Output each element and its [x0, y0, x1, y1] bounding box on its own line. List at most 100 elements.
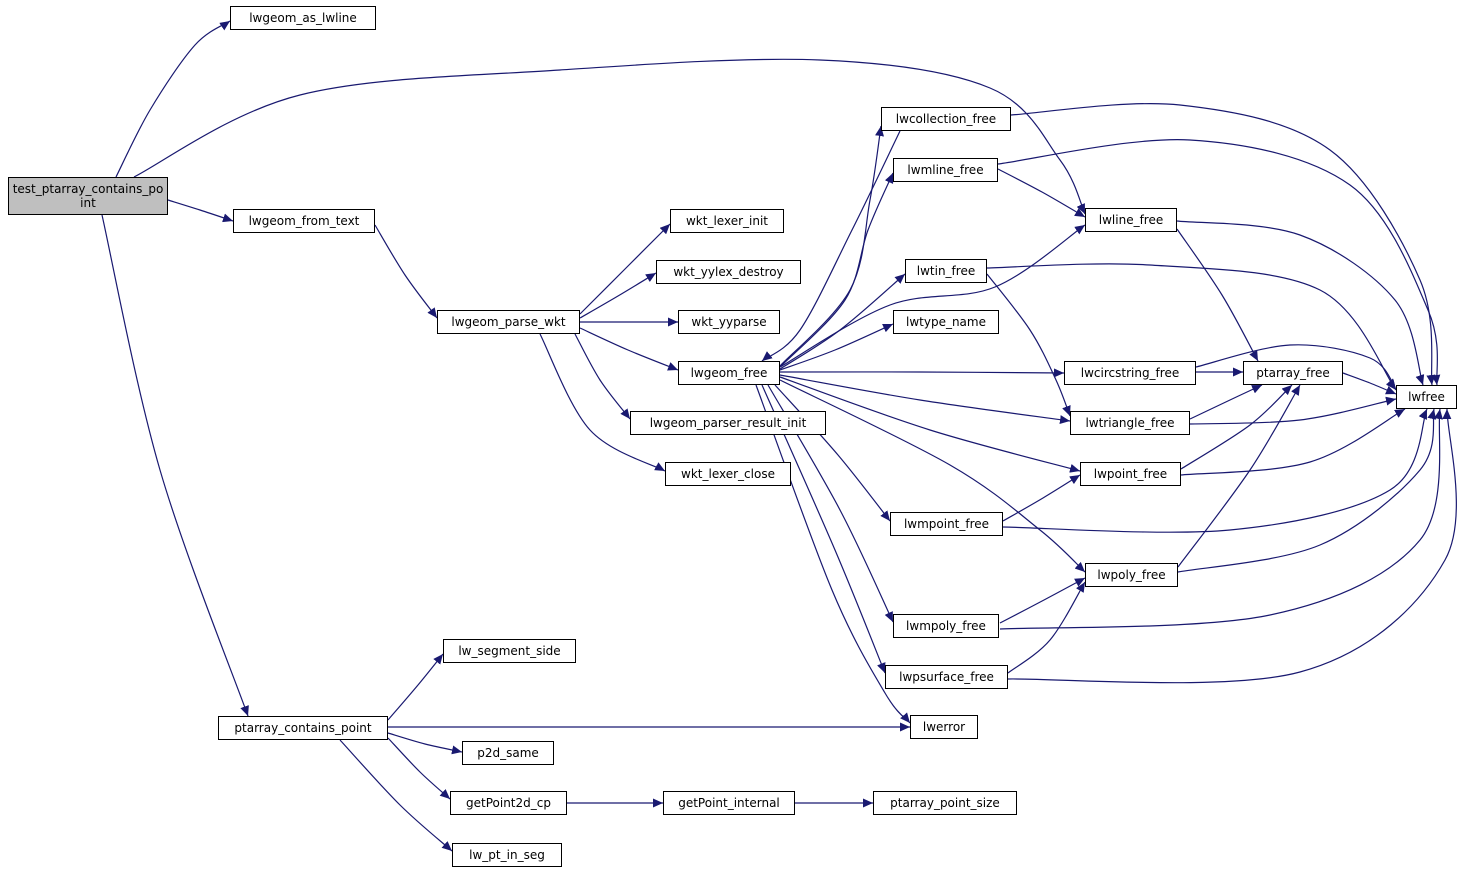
- edge-ptarray_contains_point--p2d_same: [387, 732, 463, 755]
- node-getPoint2d_cp[interactable]: getPoint2d_cp: [450, 791, 567, 815]
- node-lwmpoly_free[interactable]: lwmpoly_free: [893, 614, 999, 638]
- edge-lwpoint_free--ptarray_free: [1180, 384, 1293, 470]
- node-test_ptarray_contains_point[interactable]: test_ptarray_contains_point: [8, 177, 168, 215]
- node-ptarray_free[interactable]: ptarray_free: [1243, 361, 1343, 385]
- node-lwpsurface_free[interactable]: lwpsurface_free: [885, 665, 1008, 689]
- edge-lwmline_free--lwline_free: [997, 168, 1086, 218]
- node-label-test_ptarray_contains_point: test_ptarray_contains_point: [12, 181, 164, 210]
- node-lwtriangle_free[interactable]: lwtriangle_free: [1070, 411, 1190, 435]
- edge-lwgeom_free--lwmline_free: [779, 172, 894, 368]
- edge-lwpsurface_free--lwpoly_free: [1007, 581, 1086, 674]
- node-label-ptarray_free: ptarray_free: [1256, 365, 1330, 380]
- node-lwpoly_free[interactable]: lwpoly_free: [1085, 563, 1178, 587]
- edge-lwgeom_free--lwerror: [755, 384, 911, 724]
- edge-lwgeom_free--lwtriangle_free: [779, 374, 1071, 425]
- node-getPoint_internal[interactable]: getPoint_internal: [663, 791, 795, 815]
- edge-lwgeom_free--lwcollection_free: [779, 125, 884, 367]
- node-ptarray_point_size[interactable]: ptarray_point_size: [873, 791, 1017, 815]
- node-label-lwgeom_as_lwline: lwgeom_as_lwline: [249, 10, 357, 25]
- edge-lwtriangle_free--ptarray_free: [1189, 384, 1263, 420]
- node-lwtin_free[interactable]: lwtin_free: [905, 259, 987, 283]
- node-lw_pt_in_seg[interactable]: lw_pt_in_seg: [452, 843, 562, 867]
- edge-lwtin_free--lwtriangle_free: [986, 273, 1071, 417]
- edge-lwgeom_parse_wkt--lwgeom_parser_result_init: [574, 333, 631, 420]
- edge-lwpsurface_free--lwfree: [1007, 408, 1457, 684]
- edge-test_ptarray_contains_point--lwgeom_as_lwline: [115, 20, 231, 178]
- edge-lwgeom_free--lwcircstring_free: [779, 368, 1065, 378]
- node-label-getPoint2d_cp: getPoint2d_cp: [466, 795, 551, 810]
- edge-lwgeom_from_text--lwgeom_parse_wkt: [374, 224, 438, 319]
- node-label-ptarray_point_size: ptarray_point_size: [890, 795, 1000, 810]
- node-label-ptarray_contains_point: ptarray_contains_point: [234, 720, 372, 735]
- edge-lwgeom_parse_wkt--lwgeom_free: [579, 327, 679, 371]
- edge-lwgeom_free--lwtype_name: [779, 323, 894, 371]
- node-lwline_free[interactable]: lwline_free: [1085, 208, 1177, 232]
- edge-lwgeom_free--lwtin_free: [779, 273, 906, 370]
- node-label-lwline_free: lwline_free: [1098, 212, 1164, 227]
- edge-lwgeom_free--lwpoint_free: [779, 376, 1081, 473]
- node-lwpoint_free[interactable]: lwpoint_free: [1080, 462, 1181, 486]
- node-label-lwtin_free: lwtin_free: [916, 263, 976, 278]
- node-label-lwcircstring_free: lwcircstring_free: [1080, 365, 1180, 380]
- node-label-lw_segment_side: lw_segment_side: [458, 643, 561, 658]
- node-lwfree[interactable]: lwfree: [1396, 385, 1457, 409]
- node-label-lwgeom_parse_wkt: lwgeom_parse_wkt: [451, 314, 566, 329]
- node-label-lwgeom_parser_result_init: lwgeom_parser_result_init: [649, 415, 807, 430]
- node-lw_segment_side[interactable]: lw_segment_side: [443, 639, 576, 663]
- node-lwgeom_free[interactable]: lwgeom_free: [678, 361, 780, 385]
- node-wkt_lexer_close[interactable]: wkt_lexer_close: [665, 462, 791, 486]
- edge-test_ptarray_contains_point--ptarray_contains_point: [101, 214, 249, 717]
- edge-lwpoly_free--ptarray_free: [1177, 384, 1301, 568]
- node-wkt_yyparse[interactable]: wkt_yyparse: [678, 310, 780, 334]
- node-lwgeom_as_lwline[interactable]: lwgeom_as_lwline: [230, 6, 376, 30]
- edge-ptarray_contains_point--lw_segment_side: [387, 653, 444, 721]
- edge-lwpoly_free--lwfree: [1177, 408, 1437, 573]
- edge-test_ptarray_contains_point--lwline_free: [133, 58, 1086, 215]
- edge-lwtin_free--lwfree: [986, 263, 1397, 391]
- node-label-lwmpoly_free: lwmpoly_free: [906, 618, 986, 633]
- edge-lwtriangle_free--lwfree: [1189, 396, 1397, 425]
- node-label-lwpoint_free: lwpoint_free: [1093, 466, 1168, 481]
- node-label-lw_pt_in_seg: lw_pt_in_seg: [469, 847, 545, 862]
- node-wkt_yylex_destroy[interactable]: wkt_yylex_destroy: [656, 260, 801, 284]
- node-lwcollection_free[interactable]: lwcollection_free: [881, 107, 1011, 131]
- edge-lwline_free--lwfree: [1176, 220, 1425, 386]
- node-label-wkt_lexer_close: wkt_lexer_close: [681, 466, 775, 481]
- node-label-lwcollection_free: lwcollection_free: [895, 111, 997, 126]
- edge-lwpoint_free--lwfree: [1180, 408, 1406, 476]
- node-label-lwgeom_free: lwgeom_free: [690, 365, 768, 380]
- edge-lwcollection_free--lwgeom_free: [761, 130, 901, 362]
- node-lwgeom_parse_wkt[interactable]: lwgeom_parse_wkt: [437, 310, 580, 334]
- edge-lwmline_free--lwfree: [997, 139, 1441, 386]
- node-label-wkt_lexer_init: wkt_lexer_init: [685, 213, 768, 228]
- node-label-getPoint_internal: getPoint_internal: [678, 795, 780, 810]
- node-label-lwmline_free: lwmline_free: [907, 162, 984, 177]
- node-label-lwfree: lwfree: [1408, 389, 1445, 404]
- edge-lwgeom_parse_wkt--wkt_lexer_close: [539, 333, 666, 472]
- edge-lwgeom_free--lwline_free: [779, 224, 1086, 368]
- edge-lwgeom_free--lwpoly_free: [779, 379, 1086, 573]
- node-lwmpoint_free[interactable]: lwmpoint_free: [890, 512, 1003, 536]
- edge-lwgeom_parse_wkt--wkt_yylex_destroy: [579, 272, 657, 319]
- node-lwtype_name[interactable]: lwtype_name: [893, 310, 999, 334]
- node-lwmline_free[interactable]: lwmline_free: [893, 158, 998, 182]
- node-label-wkt_yylex_destroy: wkt_yylex_destroy: [673, 264, 784, 279]
- node-lwgeom_from_text[interactable]: lwgeom_from_text: [233, 209, 375, 233]
- edge-ptarray_contains_point--getPoint2d_cp: [387, 737, 451, 800]
- node-ptarray_contains_point[interactable]: ptarray_contains_point: [218, 716, 388, 740]
- node-wkt_lexer_init[interactable]: wkt_lexer_init: [670, 209, 784, 233]
- edge-ptarray_contains_point--lw_pt_in_seg: [339, 739, 453, 852]
- node-lwcircstring_free[interactable]: lwcircstring_free: [1064, 361, 1196, 385]
- node-lwgeom_parser_result_init[interactable]: lwgeom_parser_result_init: [630, 411, 826, 435]
- edge-lwmpoint_free--lwfree: [1002, 408, 1428, 533]
- node-label-lwmpoint_free: lwmpoint_free: [903, 516, 990, 531]
- node-label-lwtriangle_free: lwtriangle_free: [1085, 415, 1175, 430]
- node-label-lwerror: lwerror: [922, 719, 966, 734]
- node-label-lwgeom_from_text: lwgeom_from_text: [248, 213, 360, 228]
- node-lwerror[interactable]: lwerror: [910, 715, 978, 739]
- edge-lwmpoint_free--lwpoint_free: [1002, 474, 1081, 522]
- node-p2d_same[interactable]: p2d_same: [462, 741, 554, 765]
- edge-lwcollection_free--lwfree: [1010, 103, 1436, 386]
